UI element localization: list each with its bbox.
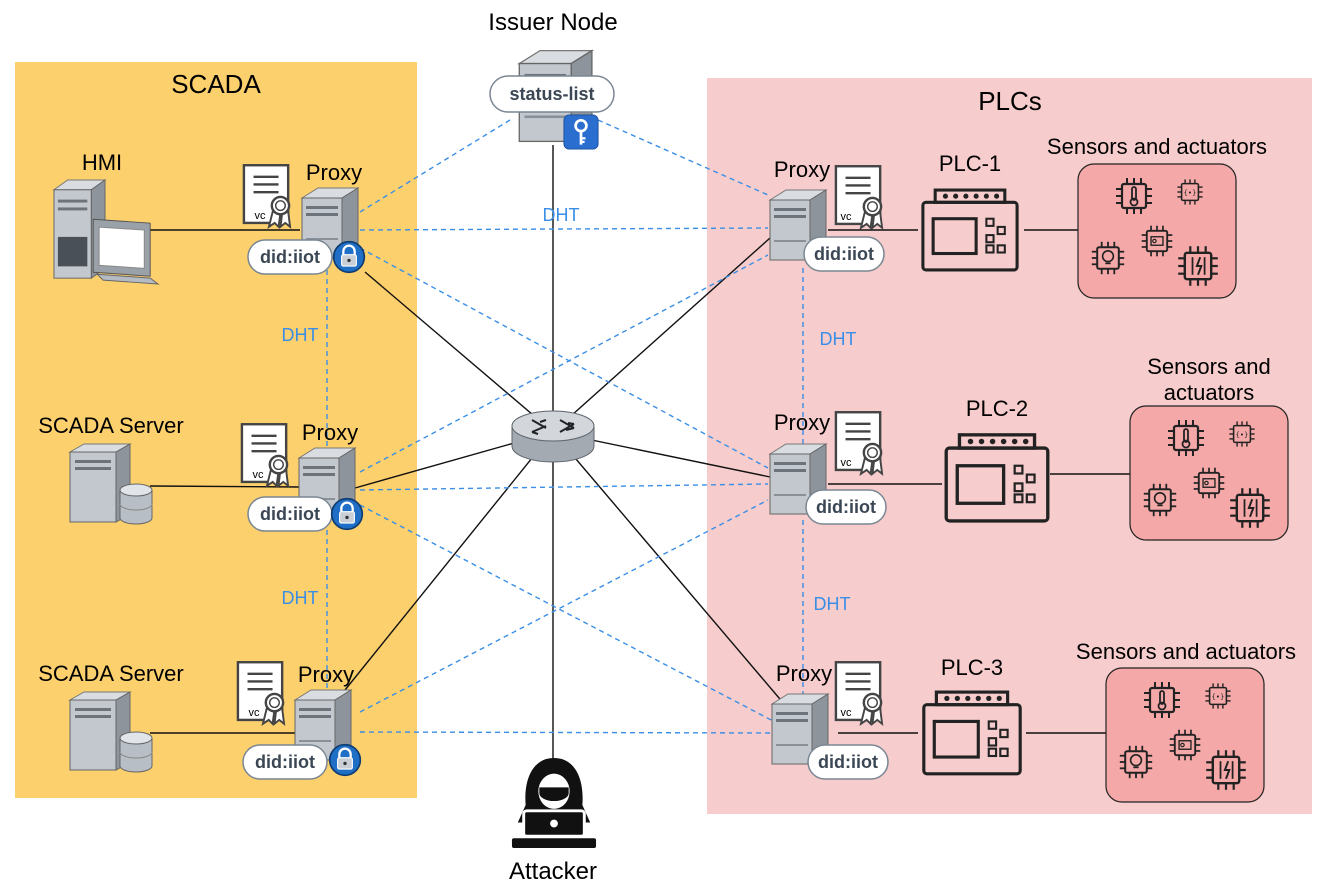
did-badge: [247, 239, 333, 275]
certificate-icon: [236, 661, 286, 725]
dht-link: [359, 731, 776, 734]
sensors-label: actuators: [1164, 380, 1255, 405]
router-icon: [511, 410, 595, 463]
certificate-icon: [242, 164, 292, 228]
scada-server-label: SCADA Server: [38, 661, 184, 686]
status-list-label: status-list: [509, 84, 594, 104]
dht-label: DHT: [282, 325, 319, 345]
attacker-icon: [510, 756, 598, 850]
dht-label: DHT: [282, 588, 319, 608]
sensors-group-2: Sensors and actuators: [1129, 354, 1289, 541]
sensors-label: Sensors and actuators: [1076, 639, 1296, 664]
issuer-node: Issuer Node status-list: [488, 9, 618, 150]
did-label: did:iiot: [255, 752, 315, 772]
scada-zone-title: SCADA: [171, 69, 261, 99]
did-label: did:iiot: [260, 504, 320, 524]
plc-proxy-1: Proxy vc did:iiot: [769, 157, 885, 272]
plc-label: PLC-1: [939, 151, 1001, 176]
lock-icon: [330, 497, 364, 531]
dht-label: DHT: [820, 329, 857, 349]
did-label: did:iiot: [816, 497, 876, 517]
scada-proxy-3: vc Proxy did:iiot: [236, 661, 362, 780]
lock-icon: [332, 240, 366, 274]
did-badge: [805, 489, 887, 525]
key-icon: [563, 114, 599, 150]
link-router-proxy-plc-3: [552, 431, 786, 706]
proxy-label: Proxy: [774, 410, 830, 435]
plc-1: PLC-1: [921, 151, 1019, 272]
vc-label: vc: [249, 707, 261, 719]
proxy-label: Proxy: [776, 661, 832, 686]
proxy-label: Proxy: [774, 157, 830, 182]
status-list-badge: [489, 75, 615, 113]
proxy-label: Proxy: [302, 420, 358, 445]
attacker-label: Attacker: [509, 858, 597, 885]
vc-label: vc: [253, 469, 265, 481]
plc-label: PLC-3: [941, 655, 1003, 680]
plc-proxy-3: Proxy vc did:iiot: [771, 661, 889, 780]
dht-link: [597, 119, 769, 196]
link-server-proxy-1: [149, 485, 301, 488]
did-badge: [803, 236, 885, 272]
did-badge: [807, 744, 889, 780]
vc-label: vc: [841, 707, 853, 719]
scada-node-server-2: SCADA Server: [38, 661, 184, 773]
proxy-label: Proxy: [306, 160, 362, 185]
vc-label: vc: [255, 210, 267, 222]
certificate-icon: [240, 423, 290, 487]
vc-label: vc: [841, 211, 853, 223]
scada-node-server-1: SCADA Server: [38, 413, 184, 525]
dht-link: [359, 483, 769, 491]
scada-server-label: SCADA Server: [38, 413, 184, 438]
dht-link: [359, 504, 776, 723]
proxy-label: Proxy: [298, 662, 354, 687]
link-router-proxy-scada-3: [344, 431, 554, 691]
vc-label: vc: [841, 457, 853, 469]
sensors-group-3: Sensors and actuators: [1076, 639, 1296, 803]
plc-3: PLC-3: [922, 655, 1022, 776]
dht-label: DHT: [814, 594, 851, 614]
plc-label: PLC-2: [966, 396, 1028, 421]
did-label: did:iiot: [814, 244, 874, 264]
plc-proxy-2: Proxy vc did:iiot: [769, 410, 887, 525]
dht-link: [359, 227, 769, 231]
did-label: did:iiot: [818, 752, 878, 772]
scada-proxy-2: vc Proxy did:iiot: [240, 420, 364, 532]
lock-icon: [328, 743, 362, 777]
sensors-label: Sensors and actuators: [1047, 134, 1267, 159]
link-router-proxy-scada-1: [364, 271, 554, 433]
plc-2: PLC-2: [944, 396, 1050, 523]
dht-link: [359, 119, 511, 213]
dht-label: DHT: [543, 205, 580, 225]
scada-proxy-1: vc Proxy did:iiot: [242, 160, 366, 275]
hmi-label: HMI: [82, 150, 122, 175]
did-label: did:iiot: [260, 247, 320, 267]
dht-link: [359, 499, 769, 713]
scada-node-hmi: HMI: [53, 150, 159, 285]
attacker: Attacker: [509, 756, 598, 885]
link-router-proxy-plc-1: [552, 237, 771, 433]
sensors-label: Sensors and: [1147, 354, 1271, 379]
sensors-group-1: Sensors and actuators: [1047, 134, 1267, 299]
plcs-zone-title: PLCs: [978, 86, 1042, 116]
did-badge: [242, 744, 328, 780]
issuer-node-label: Issuer Node: [488, 9, 617, 36]
